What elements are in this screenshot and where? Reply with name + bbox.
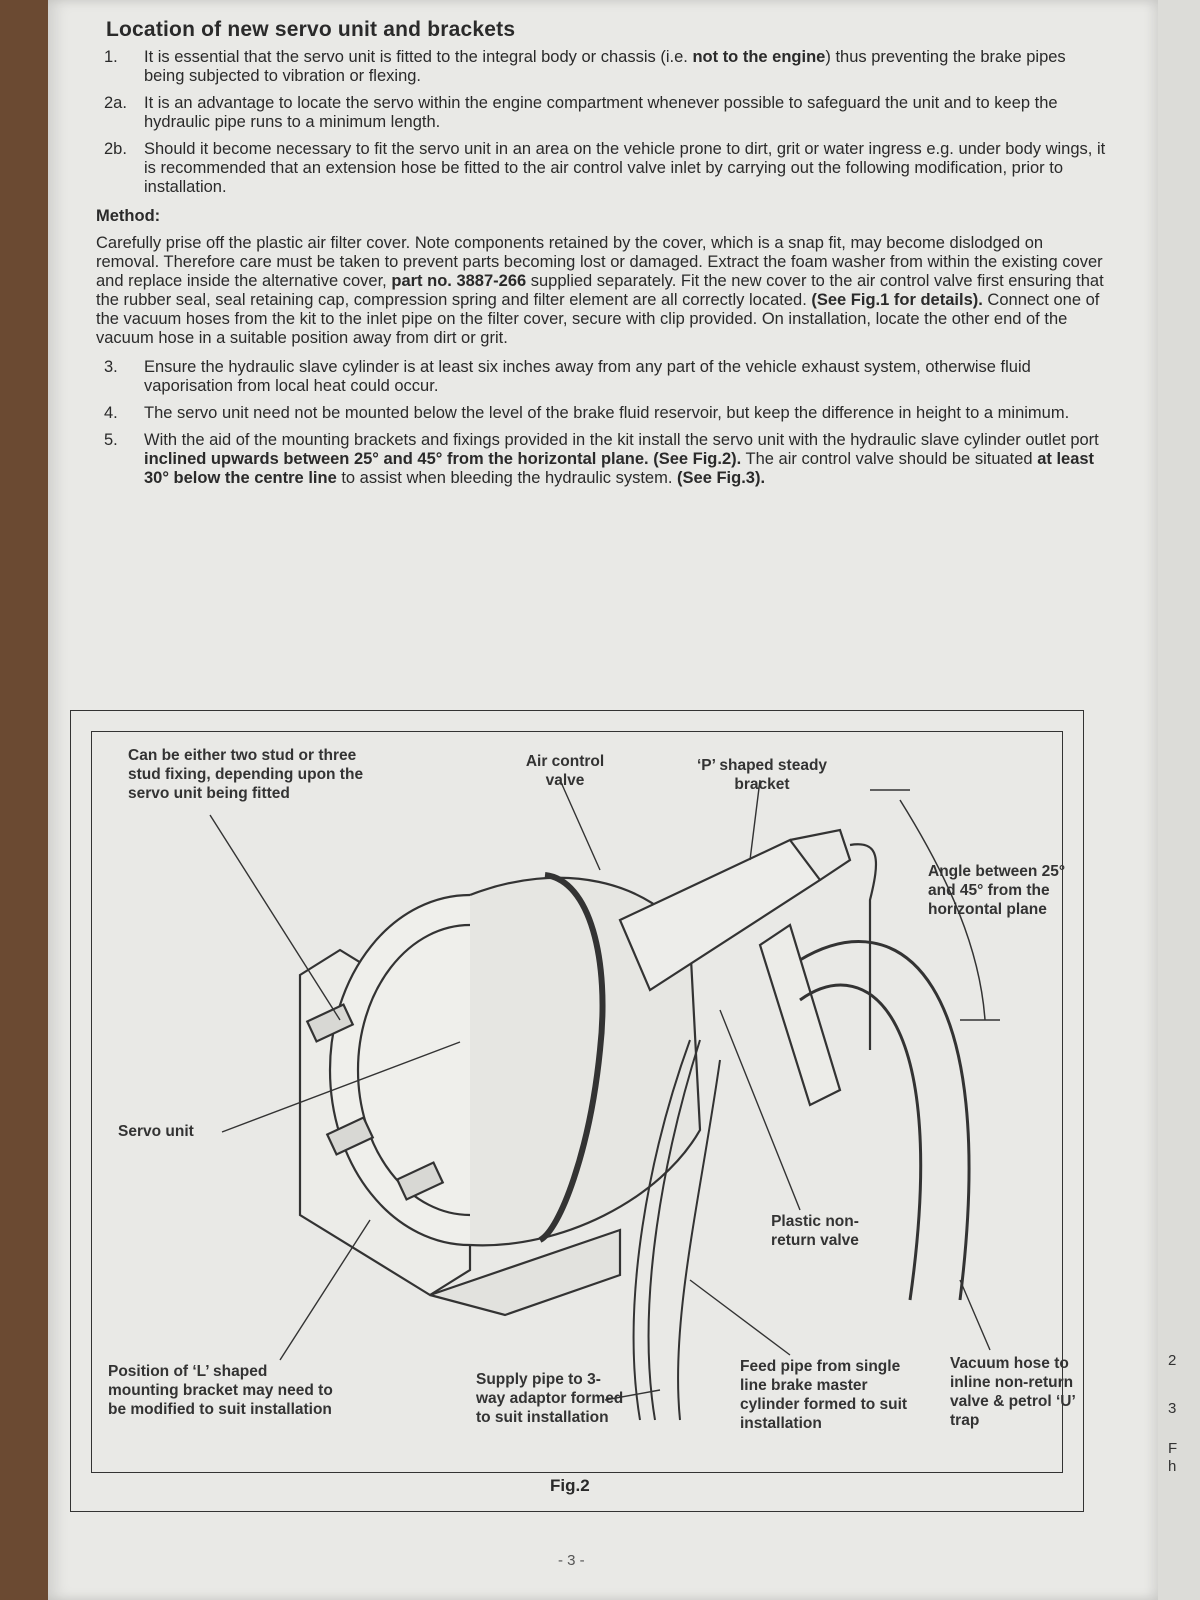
label-vacuum-hose: Vacuum hose to inline non-return valve &… [950,1355,1075,1429]
adjacent-page-edge: 2 3 F h [1158,0,1200,1600]
instruction-list-continued: 3. Ensure the hydraulic slave cylinder is… [96,358,1106,488]
edge-mark: 2 [1168,1352,1177,1369]
label-stud-fixing: Can be either two stud or three stud fix… [128,747,364,802]
label-supply-pipe: Supply pipe to 3-way adaptor formed to s… [476,1371,624,1426]
label-p-bracket: ‘P’ shaped steady bracket [696,757,828,793]
body-text: ) thus preventing the brake pipes being … [144,48,1066,85]
figure-caption: Fig.2 [550,1476,590,1495]
instruction-item: 2b. Should it become necessary to fit the… [96,140,1106,197]
item-number: 2b. [104,140,127,158]
emphasis-text: (See Fig.1 for details). [811,291,983,309]
instruction-item: 2a. It is an advantage to locate the serv… [96,94,1106,132]
method-heading: Method: [96,207,161,225]
page-title: Location of new servo unit and brackets [106,18,516,41]
emphasis-text: not to the engine [692,48,826,66]
emphasis-text: inclined upwards between 25° and 45° fro… [144,450,742,468]
item-number: 1. [104,48,118,66]
body-text: With the aid of the mounting brackets an… [144,431,1099,449]
body-text: Ensure the hydraulic slave cylinder is a… [144,358,1031,395]
method-paragraph: Carefully prise off the plastic air filt… [96,234,1106,348]
emphasis-text: (See Fig.3). [677,469,766,487]
instruction-item: 5. With the aid of the mounting brackets … [96,431,1106,488]
item-number: 5. [104,431,118,449]
instruction-item: 4. The servo unit need not be mounted bel… [96,404,1106,423]
instruction-list: 1. It is essential that the servo unit is… [96,48,1106,197]
item-number: 4. [104,404,118,422]
body-text: The servo unit need not be mounted below… [144,404,1070,422]
page-content: Location of new servo unit and brackets … [96,18,1106,496]
label-feed-pipe: Feed pipe from single line brake master … [740,1358,908,1432]
leader-lines [209,779,991,1401]
body-text: Should it become necessary to fit the se… [144,140,1106,196]
edge-mark: h [1168,1458,1177,1475]
body-text: to assist when bleeding the hydraulic sy… [336,469,678,487]
label-non-return-valve: Plastic non-return valve [771,1213,859,1249]
edge-mark: F [1168,1440,1178,1457]
figure-frame [70,710,1084,1512]
body-text: supplied separately. Fit the new cover t… [96,272,1104,309]
instruction-item: 3. Ensure the hydraulic slave cylinder is… [96,358,1106,396]
label-angle: Angle between 25° and 45° from the horiz… [928,863,1066,918]
body-text: It is an advantage to locate the servo w… [144,94,1058,131]
manual-page: Location of new servo unit and brackets … [48,0,1158,1600]
item-number: 2a. [104,94,127,112]
body-text: Connect one of the vacuum hoses from the… [96,291,1100,347]
instruction-item: 1. It is essential that the servo unit is… [96,48,1106,86]
body-text: The air control valve should be situated [741,450,1038,468]
figure-inner-frame [91,731,1063,1473]
body-text: Carefully prise off the plastic air filt… [96,234,1103,290]
emphasis-text: at least 30° below the centre line [144,450,1095,487]
label-air-control-valve: Air control valve [525,753,605,789]
label-servo-unit: Servo unit [118,1123,194,1140]
edge-mark: 3 [1168,1400,1177,1417]
item-number: 3. [104,358,118,376]
body-text: It is essential that the servo unit is f… [144,48,693,66]
label-l-bracket: Position of ‘L’ shaped mounting bracket … [108,1363,333,1418]
p-bracket-drawing [758,923,842,1107]
emphasis-text: part no. 3887-266 [391,272,527,290]
page-number: - 3 - [558,1552,585,1569]
